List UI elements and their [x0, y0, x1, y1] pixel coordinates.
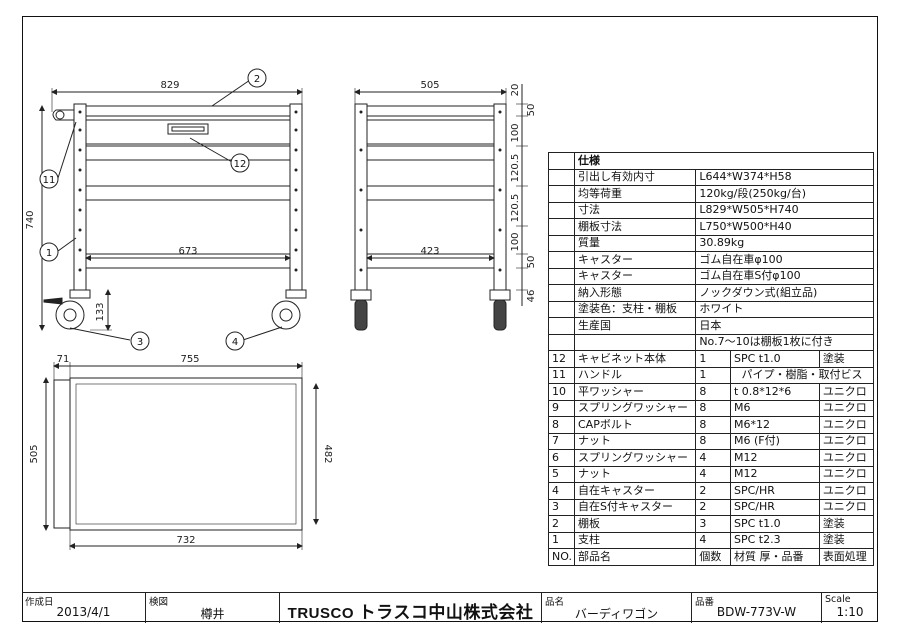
callout-4: 4	[232, 337, 238, 348]
plan-view-dimensions: 71 755 505 482 732	[29, 354, 333, 546]
code-value: BDW-773V-W	[716, 605, 797, 619]
side-view	[350, 84, 528, 331]
dim-side-spacing-4: 120.5	[510, 154, 521, 183]
spec-row: 生産国日本	[548, 317, 874, 335]
dim-plan-overall: 755	[180, 354, 199, 365]
code-label: 品番	[695, 597, 715, 608]
dim-front-width: 829	[160, 80, 179, 91]
parts-header-row: NO. 部品名 個数 材質 厚・品番 表面処理	[548, 548, 875, 566]
dim-side-spacing-2: 50	[526, 104, 537, 117]
dim-side-spacing-7: 50	[526, 256, 537, 269]
product-label: 品名	[545, 597, 565, 608]
dim-front-caster: 133	[95, 302, 106, 321]
plan-view	[43, 362, 319, 550]
check-value: 樽井	[200, 607, 225, 621]
dim-side-width: 505	[420, 80, 439, 91]
code-cell: 品番 BDW-773V-W	[692, 593, 822, 623]
scale-cell: Scale 1:10	[822, 593, 878, 623]
dim-side-spacing-3: 100	[510, 123, 521, 142]
company-cell: TRUSCO トラスコ中山株式会社	[280, 593, 542, 623]
drawing-frame	[22, 16, 878, 622]
company-logo: TRUSCO トラスコ中山株式会社	[280, 598, 541, 623]
company-name: トラスコ中山株式会社	[358, 603, 534, 622]
front-view-dimensions: 829 740 673 133	[25, 80, 198, 322]
callout-1: 1	[46, 248, 52, 259]
created-label: 作成日	[25, 597, 54, 608]
callout-12: 12	[234, 159, 247, 170]
dim-side-spacing-8: 46	[526, 290, 537, 303]
side-view-dimensions: 505 423 20 50 100 120.5 120.5 100 50 46	[420, 80, 537, 302]
spec-header-row: 仕様	[548, 152, 874, 170]
company-brand: TRUSCO	[287, 605, 354, 622]
dim-front-height: 740	[25, 210, 36, 229]
callout-labels: 2 12 11 1 3 4	[43, 74, 261, 348]
callout-2: 2	[254, 74, 260, 85]
product-value: バーディワゴン	[574, 607, 659, 621]
dim-plan-inner-width: 732	[176, 535, 195, 546]
scale-value: 1:10	[836, 605, 864, 619]
spec-row: 納入形態ノックダウン式(組立品)	[548, 284, 874, 302]
dim-plan-inner-depth: 482	[322, 444, 333, 463]
spec-note-row: No.7～10は棚板1枚に付き	[548, 333, 874, 351]
dim-side-spacing-1: 20	[510, 84, 521, 97]
dim-plan-depth: 505	[29, 444, 40, 463]
scale-label: Scale	[825, 594, 851, 605]
check-label: 検図	[149, 597, 169, 608]
check-cell: 検図 樽井	[146, 593, 280, 623]
dim-side-inner: 423	[420, 246, 439, 257]
dim-front-inner: 673	[178, 246, 197, 257]
spec-header: 仕様	[574, 152, 874, 170]
spec-row: 塗装色：支柱・棚板ホワイト	[548, 300, 874, 318]
callout-3: 3	[137, 337, 143, 348]
spec-row: キャスターゴム自在車φ100	[548, 251, 874, 269]
callouts	[39, 68, 283, 351]
created-cell: 作成日 2013/4/1	[22, 593, 146, 623]
dim-side-spacing-6: 100	[510, 232, 521, 251]
front-view	[39, 88, 307, 331]
created-value: 2013/4/1	[56, 605, 111, 619]
callout-11: 11	[43, 175, 56, 186]
title-block: 作成日 2013/4/1 検図 樽井 TRUSCO トラスコ中山株式会社 品名 …	[22, 592, 878, 623]
spec-row: キャスターゴム自在車S付φ100	[548, 267, 874, 285]
product-cell: 品名 バーディワゴン	[542, 593, 692, 623]
spec-note: No.7～10は棚板1枚に付き	[695, 333, 874, 351]
dim-plan-handle: 71	[57, 354, 70, 365]
dim-side-spacing-5: 120.5	[510, 194, 521, 223]
